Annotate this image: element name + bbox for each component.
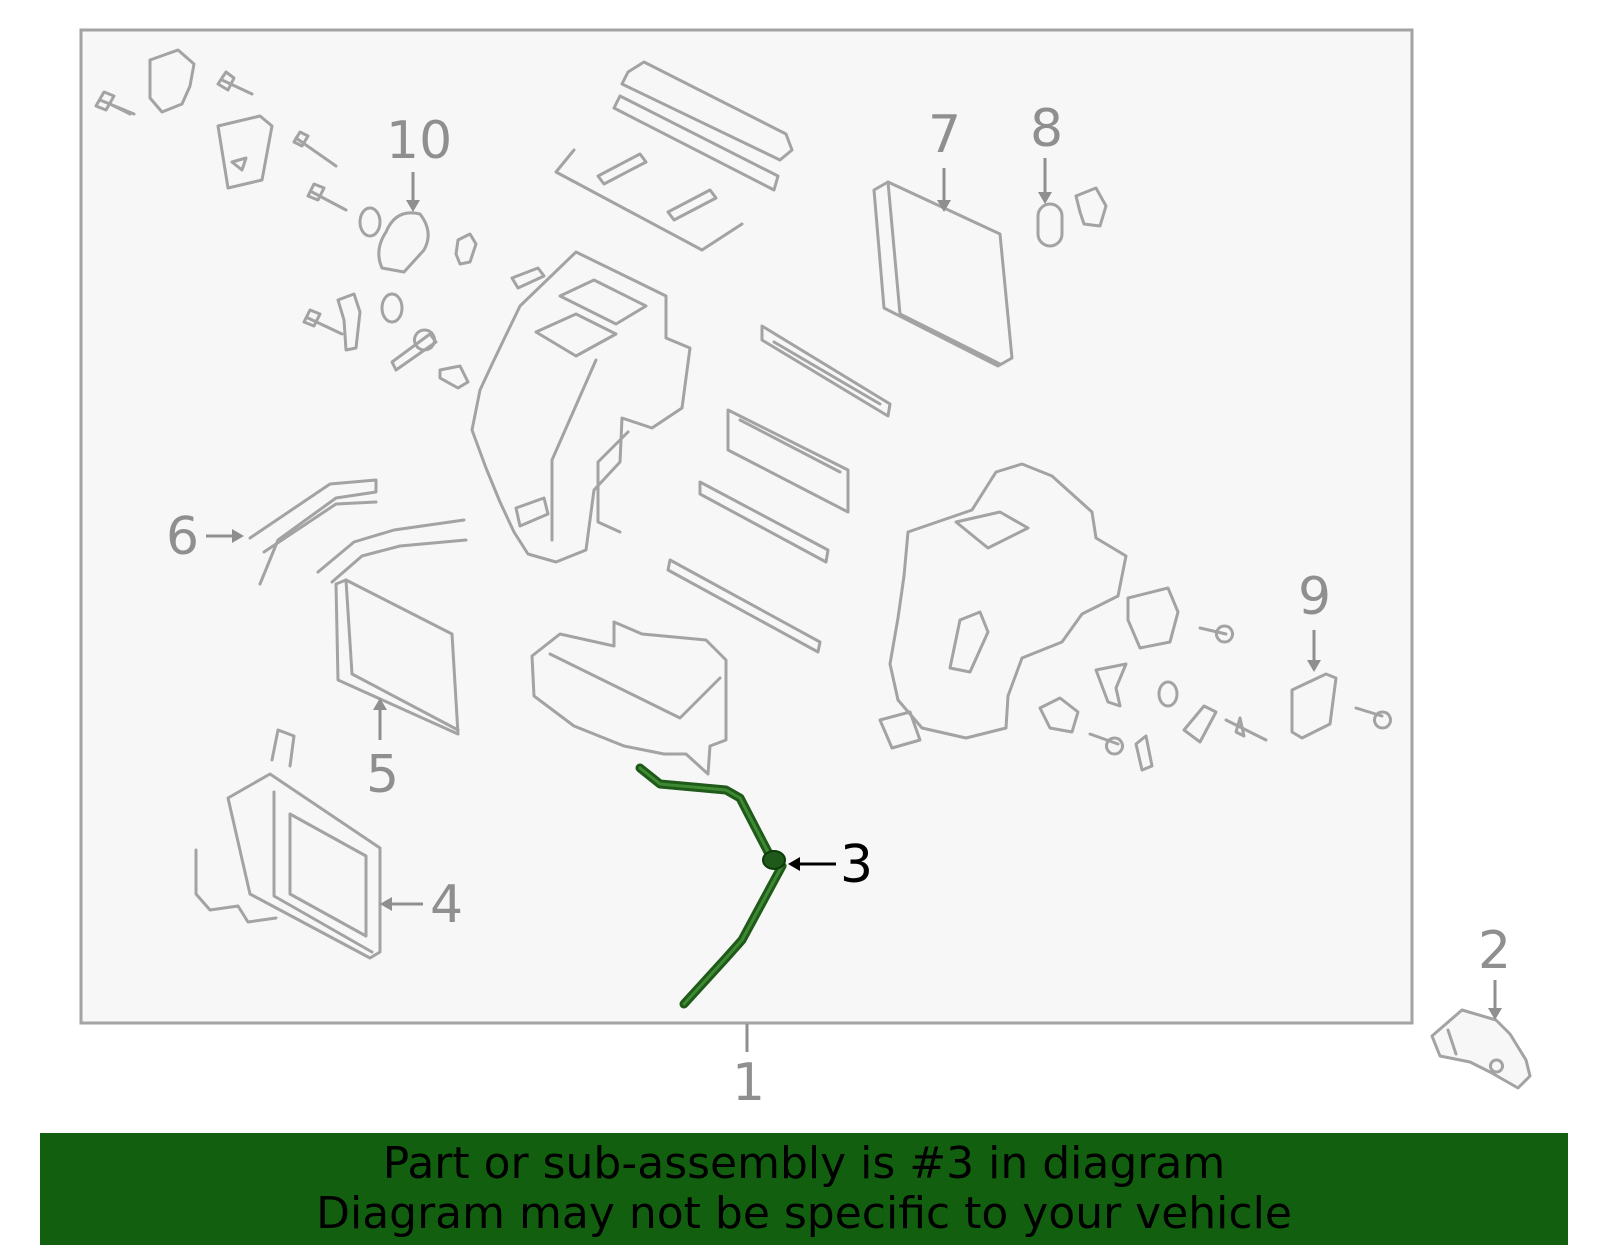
hardware-cluster-top-left (94, 48, 546, 390)
part-8-seal (1036, 186, 1108, 248)
callout-9: 9 (1298, 567, 1331, 627)
callout-10: 10 (386, 111, 452, 171)
flap-doors (666, 324, 892, 654)
callout-8: 8 (1030, 99, 1063, 159)
callout-1: 1 (732, 1053, 765, 1113)
case-lower-half (878, 462, 1128, 750)
part-2-duct (1430, 1008, 1532, 1090)
callout-6: 6 (166, 507, 199, 567)
info-banner: Part or sub-assembly is #3 in diagram Di… (40, 1133, 1568, 1245)
callout-4: 4 (430, 875, 463, 935)
case-upper-half (470, 250, 692, 564)
part-3-drain-hose (635, 763, 787, 1009)
banner-line-2: Diagram may not be specific to your vehi… (316, 1188, 1292, 1239)
part-5-heater-core (316, 518, 468, 736)
banner-line-1: Part or sub-assembly is #3 in diagram (382, 1138, 1226, 1189)
leader-lines (206, 158, 1502, 1052)
callout-5: 5 (366, 745, 399, 805)
part-4-evaporator (194, 728, 382, 960)
case-lower-tray (530, 620, 728, 776)
part-7-cabin-filter (872, 180, 1014, 368)
callout-2: 2 (1478, 921, 1511, 981)
filter-frames-top (554, 60, 794, 252)
callout-7: 7 (928, 105, 961, 165)
hardware-cluster-right (1038, 586, 1268, 772)
callout-3: 3 (840, 835, 873, 895)
part-6-heater-tubes (248, 478, 378, 586)
part-9-sensor (1290, 672, 1392, 740)
